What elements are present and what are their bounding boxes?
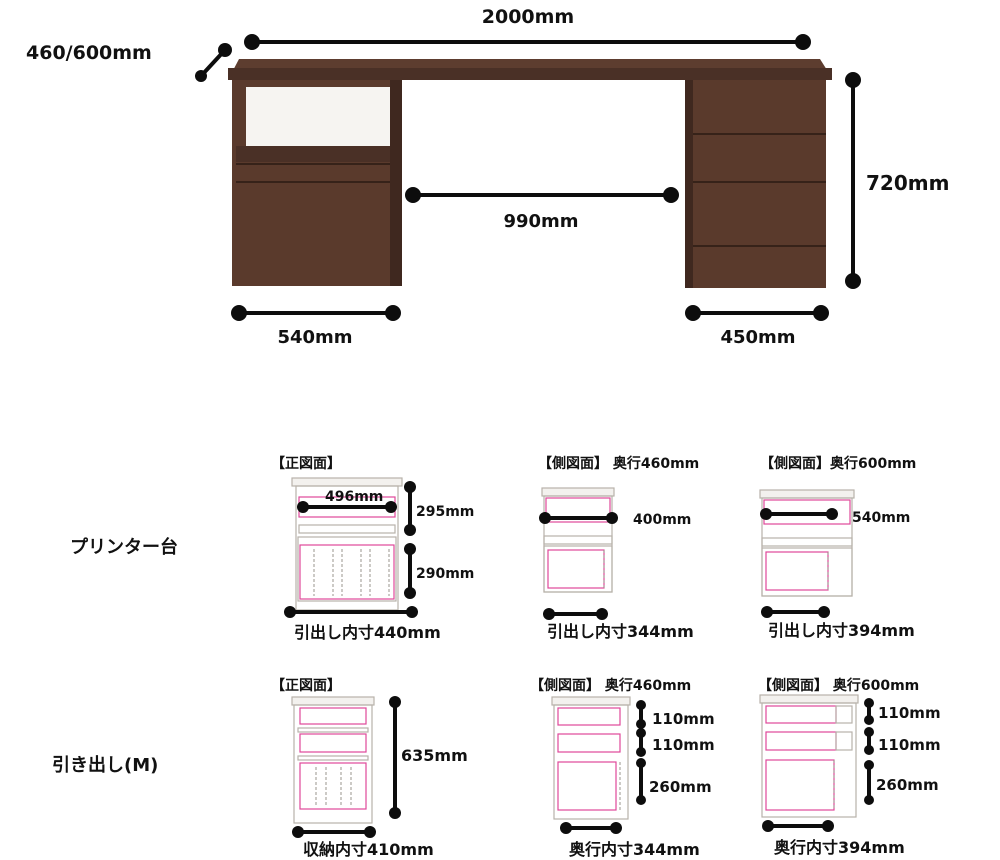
drawer-side460-caption: 奥行内寸344mm (569, 840, 700, 859)
printer-side600-caption: 引出し内寸394mm (768, 621, 915, 640)
printer-side600-depth: 540mm (852, 510, 910, 526)
left-unit-width-dimension: 540mm (231, 305, 401, 348)
printer-side600-title: 【側図面】奥行600mm (760, 455, 916, 472)
drawer-m-front-view: 【正図面】 635mm 収納内寸410mm (271, 678, 468, 859)
left-cabinet (232, 80, 402, 286)
desk-illustration (228, 59, 832, 288)
printer-front-title: 【正図面】 (271, 456, 341, 472)
height-dimension: 720mm (845, 72, 949, 289)
drawer-side600-h3: 260mm (876, 776, 939, 794)
drawer-side460-title: 【側図面】 奥行460mm (530, 677, 691, 694)
printer-side460-depth: 400mm (633, 512, 691, 528)
printer-side460-title: 【側図面】 奥行460mm (538, 455, 699, 472)
right-unit-width-label: 450mm (720, 327, 795, 348)
drawer-front-caption: 収納内寸410mm (303, 840, 434, 859)
drawer-front-height: 635mm (401, 746, 468, 765)
printer-stand-side-600-view: 【側図面】奥行600mm 540mm 引出し内寸394mm (759, 455, 916, 640)
left-unit-width-label: 540mm (277, 327, 352, 348)
drawer-side600-title: 【側図面】 奥行600mm (758, 677, 919, 694)
depth-dimension: 460/600mm (26, 42, 232, 82)
printer-front-caption: 引出し内寸440mm (294, 623, 441, 642)
drawer-m-side-600-view: 【側図面】 奥行600mm 110mm 110mm 260mm 奥行内寸394m… (758, 677, 941, 857)
printer-front-lower-height: 290mm (416, 566, 474, 582)
knee-space-label: 990mm (503, 211, 578, 232)
depth-label: 460/600mm (26, 42, 152, 64)
drawer-side600-h2: 110mm (878, 736, 941, 754)
printer-front-inner-width: 496mm (325, 489, 383, 505)
height-label: 720mm (866, 171, 949, 195)
drawer-front-title: 【正図面】 (271, 678, 341, 694)
printer-stand-side-460-view: 【側図面】 奥行460mm 400mm 引出し内寸344mm (538, 455, 699, 641)
drawer-side460-h2: 110mm (652, 736, 715, 754)
width-dimension: 2000mm (244, 6, 811, 50)
drawer-m-row-label: 引き出し(M) (52, 754, 158, 776)
drawer-m-side-460-view: 【側図面】 奥行460mm 110mm 110mm 260mm 奥行内寸344m… (530, 677, 715, 859)
width-label: 2000mm (482, 6, 574, 28)
drawer-side460-h1: 110mm (652, 710, 715, 728)
open-shelf (246, 87, 392, 147)
right-cabinet (685, 80, 826, 288)
printer-stand-row-label: プリンター台 (70, 536, 178, 558)
printer-front-upper-height: 295mm (416, 504, 474, 520)
desk-top-edge (228, 68, 832, 80)
printer-side460-caption: 引出し内寸344mm (547, 622, 694, 641)
printer-stand-front-view: 【正図面】 496mm 295mm 290mm 引出し内寸440mm (271, 456, 474, 642)
knee-space-dimension: 990mm (405, 187, 679, 232)
right-unit-width-dimension: 450mm (685, 305, 829, 348)
drawer-side460-h3: 260mm (649, 778, 712, 796)
drawer-side600-h1: 110mm (878, 704, 941, 722)
drawer-side600-caption: 奥行内寸394mm (774, 838, 905, 857)
